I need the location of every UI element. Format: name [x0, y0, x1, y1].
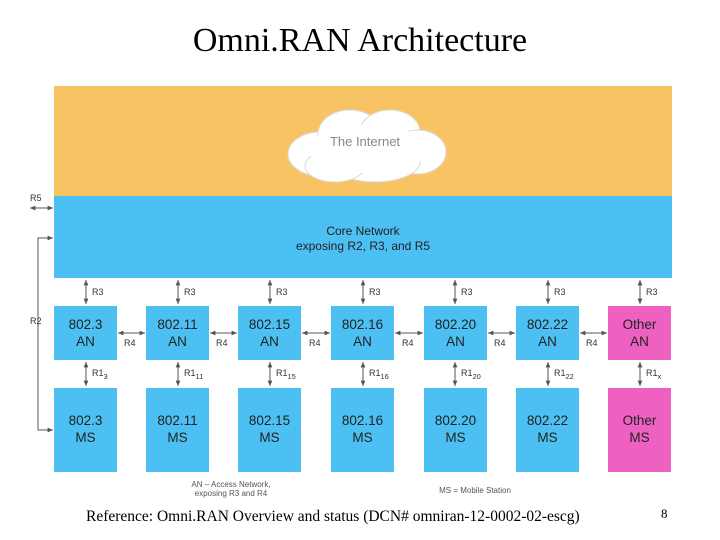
r3-label: R3 — [92, 287, 104, 297]
r1-label: R1x — [646, 368, 662, 381]
r4-label: R4 — [586, 338, 598, 348]
r3-label: R3 — [554, 287, 566, 297]
slide-title: Omni.RAN Architecture — [192, 22, 528, 59]
r3-label: R3 — [461, 287, 473, 297]
r1-label: R13 — [92, 368, 108, 381]
core-network-title: Core Network — [326, 224, 400, 238]
r4-label: R4 — [216, 338, 228, 348]
r1-label: R115 — [276, 368, 296, 381]
internet-cloud: The Internet — [280, 104, 450, 186]
r4-label: R4 — [309, 338, 321, 348]
reference-footer: Reference: Omni.RAN Overview and status … — [86, 508, 580, 525]
internet-label: The Internet — [329, 134, 401, 149]
r3-label: R3 — [276, 287, 288, 297]
r3-label: R3 — [646, 287, 658, 297]
page-number: 8 — [661, 506, 668, 521]
r2-label: R2 — [30, 316, 42, 326]
cloud-icon — [287, 109, 447, 183]
r5-label: R5 — [30, 193, 42, 203]
r4-label: R4 — [124, 338, 136, 348]
r1-label: R111 — [184, 368, 204, 381]
core-network-subtitle: exposing R2, R3, and R5 — [295, 239, 431, 253]
r4-label: R4 — [402, 338, 414, 348]
r1-label: R122 — [554, 368, 574, 381]
an-definition-note: AN – Access Network, exposing R3 and R4 — [191, 480, 271, 498]
r4-label: R4 — [494, 338, 506, 348]
r3-label: R3 — [369, 287, 381, 297]
r1-label: R120 — [461, 368, 481, 381]
ms-definition-note: MS = Mobile Station — [439, 486, 511, 495]
r1-label: R116 — [369, 368, 389, 381]
r3-label: R3 — [184, 287, 196, 297]
r2-bracket — [37, 237, 53, 431]
core-network: Core Network exposing R2, R3, and R5 — [54, 196, 672, 278]
